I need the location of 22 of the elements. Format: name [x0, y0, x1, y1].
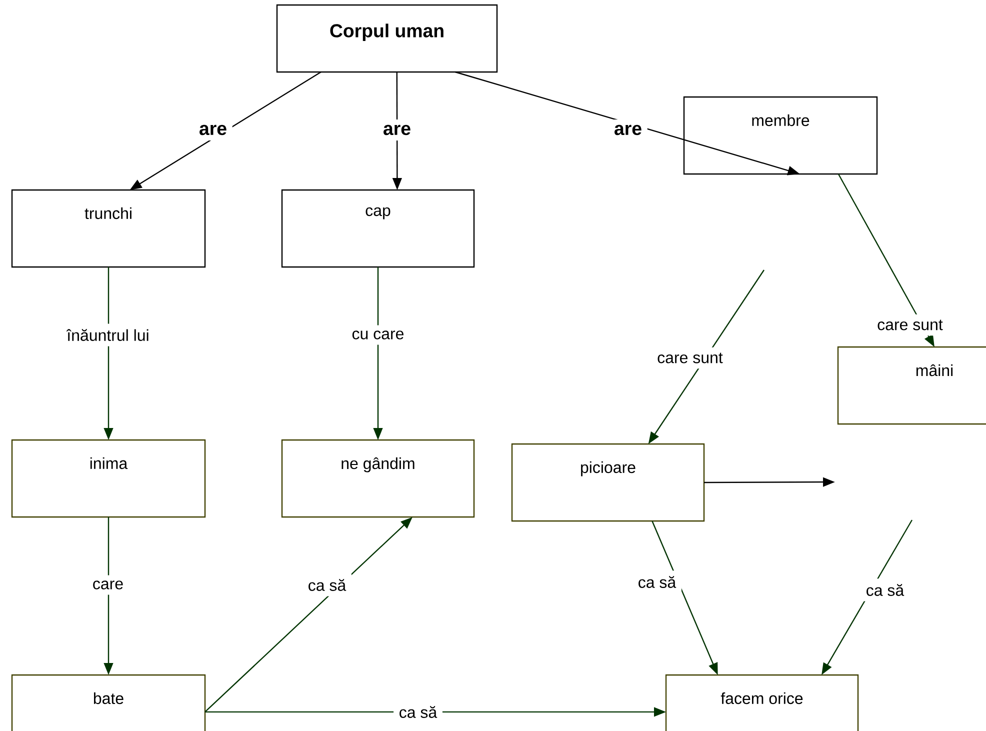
- concept-box: inima: [11, 439, 206, 518]
- edge-label: care: [87, 575, 129, 595]
- edge-label: are: [608, 120, 648, 140]
- concept-box: membre: [683, 96, 878, 175]
- concept-box: Corpul uman: [276, 4, 498, 73]
- edge-label: înăuntrul lui: [61, 324, 155, 346]
- edge-label: ca să: [632, 570, 682, 594]
- concept-box: trunchi: [11, 189, 206, 268]
- edge-label: ca să: [394, 700, 442, 724]
- edge-label: ca să: [860, 578, 910, 602]
- concept-box: facem orice: [665, 674, 859, 731]
- concept-box: bate: [11, 674, 206, 731]
- edge-label: ca să: [302, 574, 352, 596]
- edge-label: are: [194, 120, 232, 140]
- edge-label: are: [378, 120, 416, 140]
- edge-label: care sunt: [872, 314, 948, 336]
- concept-box: mâini: [837, 346, 986, 425]
- concept-box: cap: [281, 189, 475, 268]
- concept-box: picioare: [511, 443, 705, 522]
- edge-label: cu care: [346, 325, 410, 345]
- concept-box: ne gândim: [281, 439, 475, 518]
- edge-label: care sunt: [652, 347, 728, 369]
